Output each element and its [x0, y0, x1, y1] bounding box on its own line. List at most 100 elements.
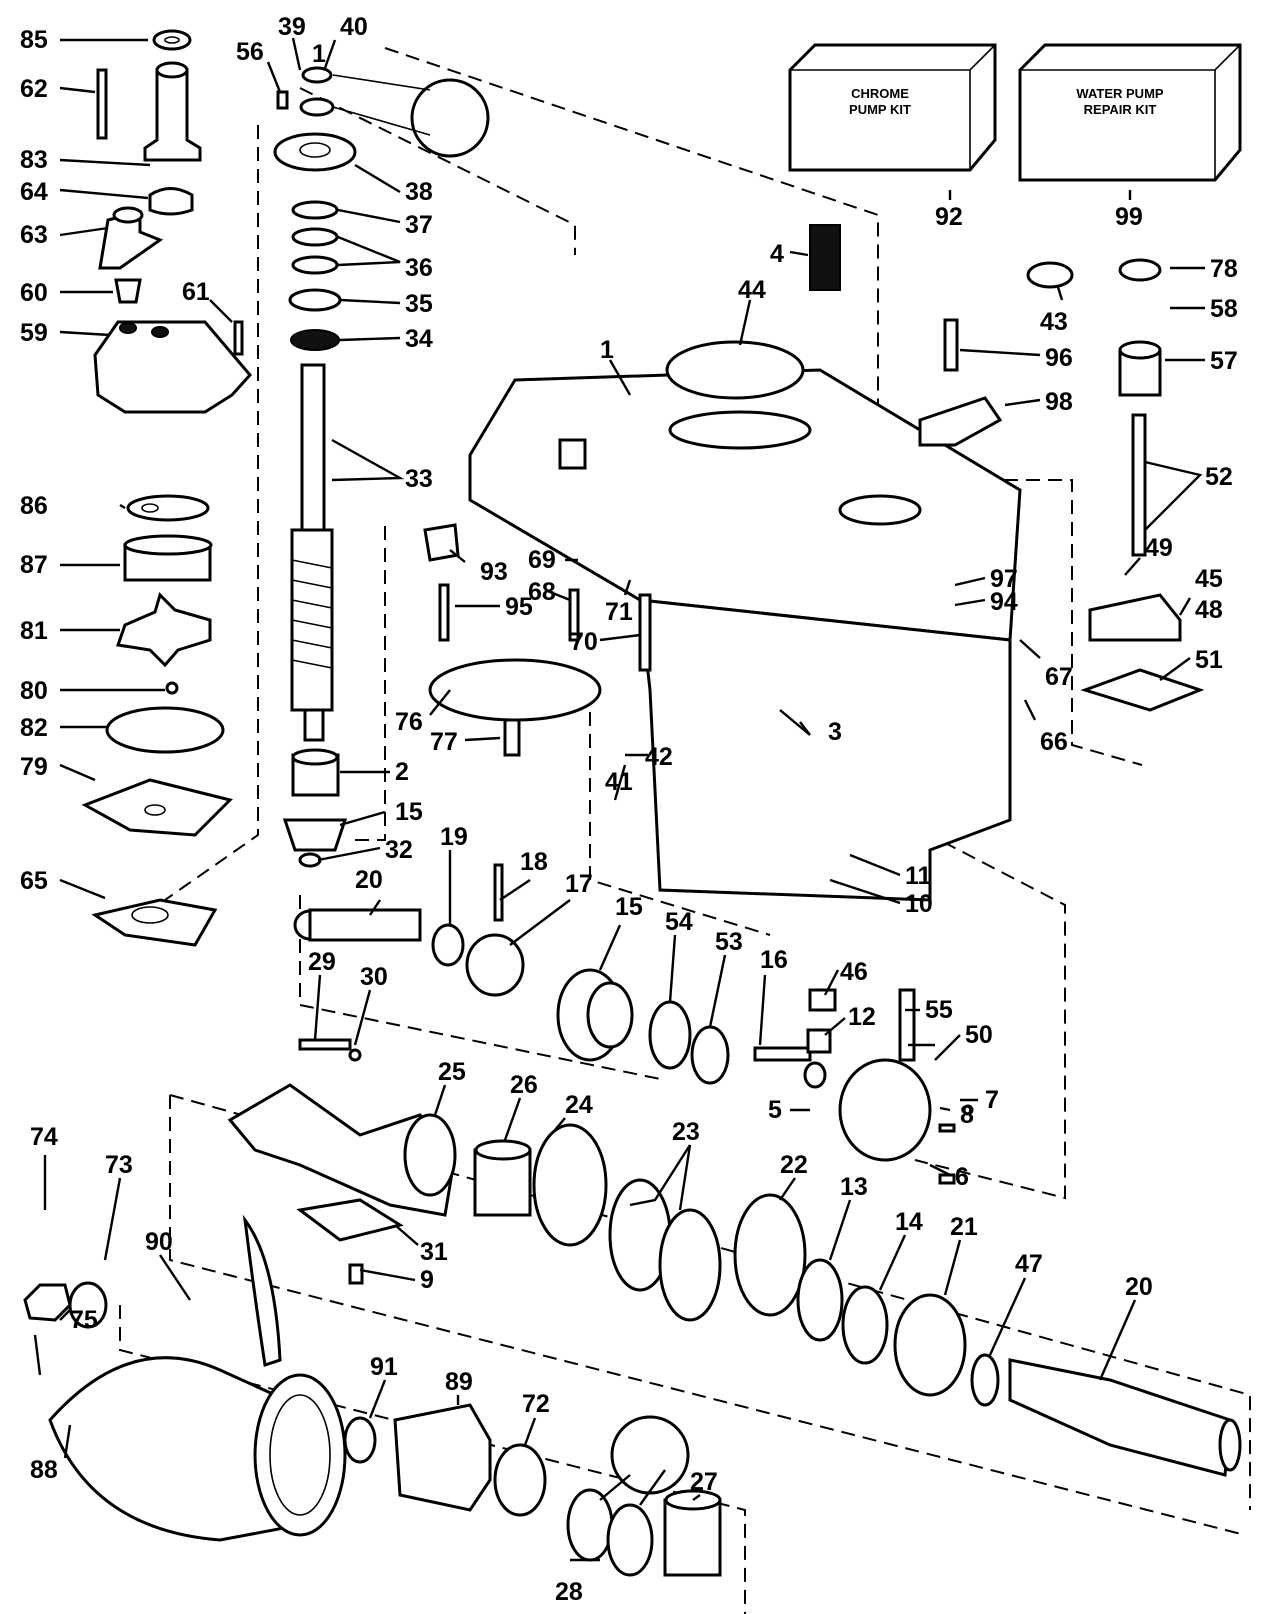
callout-68: 68 — [528, 578, 556, 606]
callout-78: 78 — [1210, 255, 1238, 283]
callout-69: 69 — [528, 546, 556, 574]
callout-26: 26 — [510, 1071, 538, 1099]
callout-76: 76 — [395, 708, 423, 736]
callout-17: 17 — [565, 870, 593, 898]
callout-28: 28 — [555, 1578, 583, 1606]
callout-97: 97 — [990, 565, 1018, 593]
callout-15-forward: 15 — [615, 893, 643, 921]
callout-66: 66 — [1040, 728, 1068, 756]
callout-93: 93 — [480, 558, 508, 586]
water-pump-parts — [81, 29, 252, 947]
callout-3: 3 — [828, 718, 842, 746]
gearcase-housing — [468, 224, 1205, 902]
callout-6: 6 — [955, 1163, 969, 1191]
callout-67: 67 — [1045, 663, 1073, 691]
callout-61: 61 — [182, 278, 210, 306]
drive-shaft-column — [273, 66, 490, 868]
callout-47: 47 — [1015, 1250, 1043, 1278]
callout-82: 82 — [20, 714, 48, 742]
callout-71: 71 — [605, 598, 633, 626]
callout-39: 39 — [278, 13, 306, 41]
callout-81: 81 — [20, 617, 48, 645]
callout-20-upper: 20 — [355, 866, 383, 894]
callout-98: 98 — [1045, 388, 1073, 416]
callout-9: 9 — [420, 1266, 434, 1294]
callout-80: 80 — [20, 677, 48, 705]
callout-91: 91 — [370, 1353, 398, 1381]
callout-1-housing: 1 — [600, 336, 614, 364]
callout-54: 54 — [665, 908, 693, 936]
callout-29: 29 — [308, 948, 336, 976]
callout-8: 8 — [960, 1101, 974, 1129]
callout-57: 57 — [1210, 347, 1238, 375]
callout-21: 21 — [950, 1213, 978, 1241]
callout-52: 52 — [1205, 463, 1233, 491]
callout-56: 56 — [236, 38, 264, 66]
callout-60: 60 — [20, 279, 48, 307]
callout-35: 35 — [405, 290, 433, 318]
callout-65: 65 — [20, 867, 48, 895]
callout-23: 23 — [672, 1118, 700, 1146]
callout-40: 40 — [340, 13, 368, 41]
callout-37: 37 — [405, 211, 433, 239]
callout-83: 83 — [20, 146, 48, 174]
callout-64: 64 — [20, 178, 48, 206]
callout-20-prop-shaft: 20 — [1125, 1273, 1153, 1301]
callout-4: 4 — [770, 240, 784, 268]
callout-leader-lines — [43, 37, 1205, 1562]
callout-42: 42 — [645, 743, 673, 771]
callout-58: 58 — [1210, 295, 1238, 323]
callout-45: 45 — [1195, 565, 1223, 593]
chrome-pump-kit-line2: PUMP KIT — [849, 102, 911, 117]
callout-74: 74 — [30, 1123, 58, 1151]
shaft-spring-coils — [291, 559, 333, 669]
callout-10: 10 — [905, 890, 933, 918]
callout-51: 51 — [1195, 646, 1223, 674]
callout-36: 36 — [405, 254, 433, 282]
callout-27: 27 — [690, 1468, 718, 1496]
callout-92: 92 — [935, 203, 963, 231]
callout-72: 72 — [522, 1390, 550, 1418]
propeller-parts — [23, 1214, 722, 1577]
water-pump-repair-kit-box: WATER PUMP REPAIR KIT — [1018, 43, 1242, 182]
callout-88: 88 — [30, 1456, 58, 1484]
callout-55: 55 — [925, 996, 953, 1024]
callout-11: 11 — [905, 862, 932, 890]
callout-59: 59 — [20, 319, 48, 347]
callout-13: 13 — [840, 1173, 868, 1201]
callout-96: 96 — [1045, 344, 1073, 372]
callout-90: 90 — [145, 1228, 173, 1256]
callout-22: 22 — [780, 1151, 808, 1179]
callout-33: 33 — [405, 465, 433, 493]
callout-85: 85 — [20, 26, 48, 54]
callout-numbers: 85 62 83 64 63 60 61 59 56 39 1 40 38 37… — [20, 13, 1238, 1606]
callout-12: 12 — [848, 1003, 876, 1031]
water-pump-kit-line2: REPAIR KIT — [1084, 102, 1157, 117]
callout-48: 48 — [1195, 596, 1223, 624]
callout-5: 5 — [768, 1096, 782, 1124]
callout-95: 95 — [505, 593, 533, 621]
callout-73: 73 — [105, 1151, 133, 1179]
callout-2: 2 — [395, 758, 409, 786]
callout-25: 25 — [438, 1058, 466, 1086]
callout-75: 75 — [70, 1306, 98, 1334]
callout-46: 46 — [840, 958, 868, 986]
callout-53: 53 — [715, 928, 743, 956]
water-pump-kit-line1: WATER PUMP — [1076, 86, 1163, 101]
callout-43: 43 — [1040, 308, 1068, 336]
callout-86: 86 — [20, 492, 48, 520]
prop-shaft-parts — [227, 1083, 1242, 1477]
callout-89: 89 — [445, 1368, 473, 1396]
callout-1-top: 1 — [312, 40, 326, 68]
callout-70: 70 — [570, 628, 598, 656]
callout-24: 24 — [565, 1091, 593, 1119]
chrome-pump-kit-line1: CHROME — [851, 86, 909, 101]
callout-50: 50 — [965, 1021, 993, 1049]
callout-19: 19 — [440, 823, 468, 851]
callout-38: 38 — [405, 178, 433, 206]
callout-16: 16 — [760, 946, 788, 974]
callout-31: 31 — [420, 1238, 448, 1266]
callout-94: 94 — [990, 588, 1018, 616]
callout-32: 32 — [385, 836, 413, 864]
